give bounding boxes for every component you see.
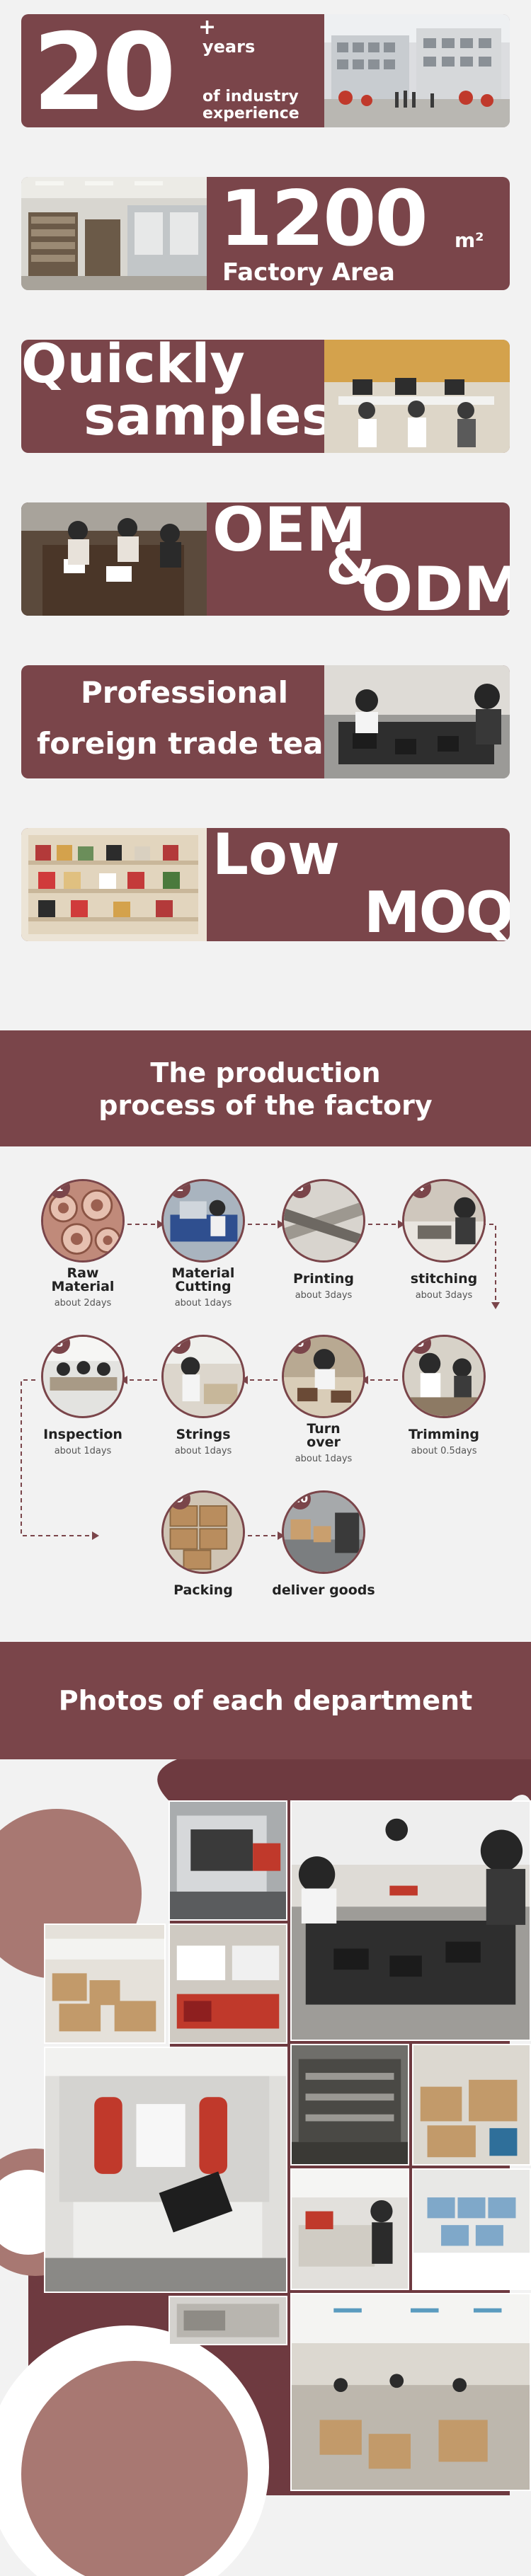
step-name: Turn over — [307, 1421, 341, 1450]
step-photo: 8 — [41, 1335, 125, 1418]
step-name: Material Cutting — [171, 1265, 235, 1294]
step-photo: 7 — [161, 1335, 245, 1418]
odm-text: ODM — [361, 554, 510, 616]
step-duration: about 0.5days — [411, 1446, 477, 1456]
years-line1: of industry — [202, 88, 299, 105]
department-photo-workshop-team — [290, 1800, 531, 2041]
step-number: 1 — [49, 1181, 70, 1198]
office-staff-photo — [324, 340, 510, 453]
department-photo-sewing-station — [290, 2168, 409, 2290]
process-step-deliver-goods: 10 deliver goods — [270, 1490, 377, 1597]
department-photo-printing-machine — [169, 1800, 287, 1921]
oem-text: OEM — [212, 502, 367, 565]
department-photo-blue-boxes — [412, 2168, 531, 2290]
step-duration: about 2days — [54, 1298, 112, 1309]
warehouse-photo — [21, 177, 207, 290]
area-number: 1200 — [219, 177, 428, 263]
process-step-trimming: 5 Trimming about 0.5days — [391, 1335, 497, 1456]
process-step-strings: 7 Strings about 1days — [150, 1335, 256, 1456]
step-duration: about 1days — [295, 1454, 353, 1464]
department-photo-packaging-area — [44, 1924, 166, 2044]
years-number: 20 — [33, 14, 176, 127]
showroom-photo — [21, 828, 207, 941]
departments-title-band: Photos of each department — [0, 1642, 531, 1759]
meeting-photo — [21, 502, 207, 616]
step-name: deliver goods — [272, 1582, 375, 1598]
step-photo: 9 — [161, 1490, 245, 1574]
process-title-line2: process of the factory — [98, 1089, 433, 1121]
step-number: 9 — [169, 1493, 190, 1510]
department-photo-laminating-machine — [44, 2047, 287, 2293]
step-photo: 5 — [402, 1335, 486, 1418]
process-step-turn-over: 6 Turn over about 1days — [270, 1335, 377, 1464]
department-photo-assembly-hall — [290, 2293, 531, 2491]
department-photo-machine-room — [169, 2296, 287, 2345]
step-number: 7 — [169, 1337, 190, 1354]
department-photo-cutting-machine — [290, 2044, 409, 2166]
step-number: 8 — [49, 1337, 70, 1354]
trade-line1: Professional — [81, 675, 288, 710]
step-name: Strings — [176, 1427, 231, 1442]
step-duration: about 3days — [415, 1290, 473, 1301]
experience-card: 20 + years of industry experience — [21, 14, 510, 127]
step-photo: 6 — [282, 1335, 365, 1418]
low-text: Low — [212, 828, 340, 887]
step-name: Raw Material — [51, 1265, 115, 1294]
samples-line2: samples — [84, 384, 333, 447]
process-title-band: The production process of the factory — [0, 1030, 531, 1146]
moq-text: MOQ — [364, 880, 510, 941]
step-duration: about 1days — [174, 1298, 232, 1309]
workshop-photo — [324, 665, 510, 778]
trade-team-card: Professional foreign trade team — [21, 665, 510, 778]
step-number: 5 — [410, 1337, 431, 1354]
process-step-stitching: 4 stitching about 3days — [391, 1179, 497, 1301]
step-photo: 4 — [402, 1179, 486, 1263]
step-photo: 10 — [282, 1490, 365, 1574]
step-name: Inspection — [43, 1427, 122, 1442]
step-number: 6 — [290, 1337, 311, 1354]
years-unit: years — [202, 37, 256, 57]
process-flow-lines — [21, 1220, 500, 1540]
process-step-printing: 3 Printing about 3days — [270, 1179, 377, 1301]
samples-card: Quickly samples — [21, 340, 510, 453]
step-number: 10 — [290, 1493, 311, 1510]
years-plus: + — [198, 15, 217, 40]
step-duration: about 1days — [174, 1446, 232, 1456]
area-label: Factory Area — [222, 258, 395, 287]
process-title-line1: The production — [150, 1057, 381, 1088]
department-photo-red-packaging — [169, 1924, 287, 2044]
step-number: 3 — [290, 1181, 311, 1198]
oem-odm-card: OEM & ODM — [21, 502, 510, 616]
departments-title: Photos of each department — [58, 1685, 473, 1716]
step-photo: 3 — [282, 1179, 365, 1263]
low-moq-card: Low MOQ — [21, 828, 510, 941]
trade-line2: foreign trade team — [37, 726, 355, 761]
step-name: Trimming — [409, 1427, 479, 1442]
department-photo-warehouse-shelves — [412, 2044, 531, 2166]
step-number: 2 — [169, 1181, 190, 1198]
area-unit: m² — [455, 229, 484, 252]
step-photo: 2 — [161, 1179, 245, 1263]
step-name: Printing — [292, 1271, 355, 1287]
step-name: stitching — [410, 1271, 478, 1287]
step-duration: about 3days — [295, 1290, 353, 1301]
years-line2: experience — [202, 105, 299, 122]
step-photo: 1 — [41, 1179, 125, 1263]
samples-line1: Quickly — [21, 340, 245, 395]
process-step-material-cutting: 2 Material Cutting about 1days — [150, 1179, 256, 1309]
step-name: Packing — [173, 1582, 233, 1598]
factory-exterior-photo — [324, 14, 510, 127]
process-step-packing: 9 Packing — [150, 1490, 256, 1597]
process-step-inspection: 8 Inspection about 1days — [30, 1335, 136, 1456]
process-step-raw-material: 1 Raw Material about 2days — [30, 1179, 136, 1309]
amp-text: & — [326, 531, 375, 597]
step-number: 4 — [410, 1181, 431, 1198]
factory-area-card: 1200 m² Factory Area — [21, 177, 510, 290]
step-duration: about 1days — [54, 1446, 112, 1456]
